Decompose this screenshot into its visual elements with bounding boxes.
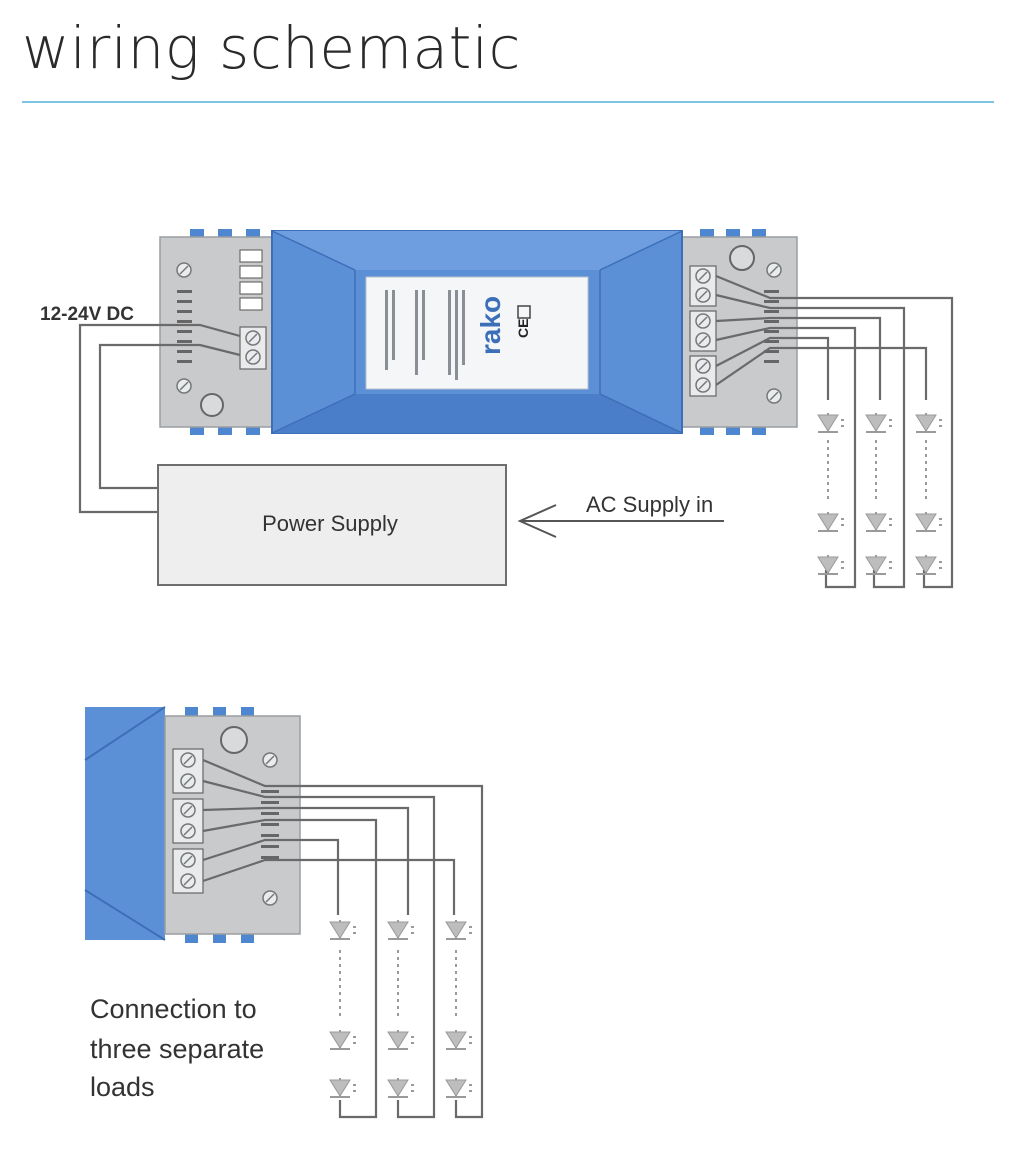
top-output-wires bbox=[715, 274, 954, 589]
detail-led-strings bbox=[329, 919, 473, 1099]
voltage-label: 12-24V DC bbox=[40, 304, 134, 325]
product-label bbox=[365, 276, 589, 390]
title-underline bbox=[22, 101, 994, 103]
detail-output-wires bbox=[202, 758, 484, 1119]
power-supply-box bbox=[157, 464, 507, 586]
caption-line-1: Connection to bbox=[90, 994, 257, 1024]
caption-line-3: loads bbox=[90, 1072, 155, 1102]
device-brand-logo: rako bbox=[475, 296, 506, 355]
top-led-strings bbox=[817, 412, 943, 576]
ac-supply-label: AC Supply in bbox=[586, 492, 713, 517]
main-dimmer-module: rako CE bbox=[159, 229, 798, 435]
ac-arrow-icon bbox=[517, 504, 724, 538]
ce-mark: CE bbox=[515, 319, 531, 338]
page-title: wiring schematic bbox=[22, 14, 521, 82]
caption-line-2: three separate bbox=[90, 1034, 264, 1064]
dc-supply-wires bbox=[78, 323, 241, 514]
detail-module bbox=[84, 706, 301, 943]
detail-caption: Connection to three separate loads bbox=[90, 994, 264, 1102]
power-supply-label: Power Supply bbox=[262, 511, 398, 536]
